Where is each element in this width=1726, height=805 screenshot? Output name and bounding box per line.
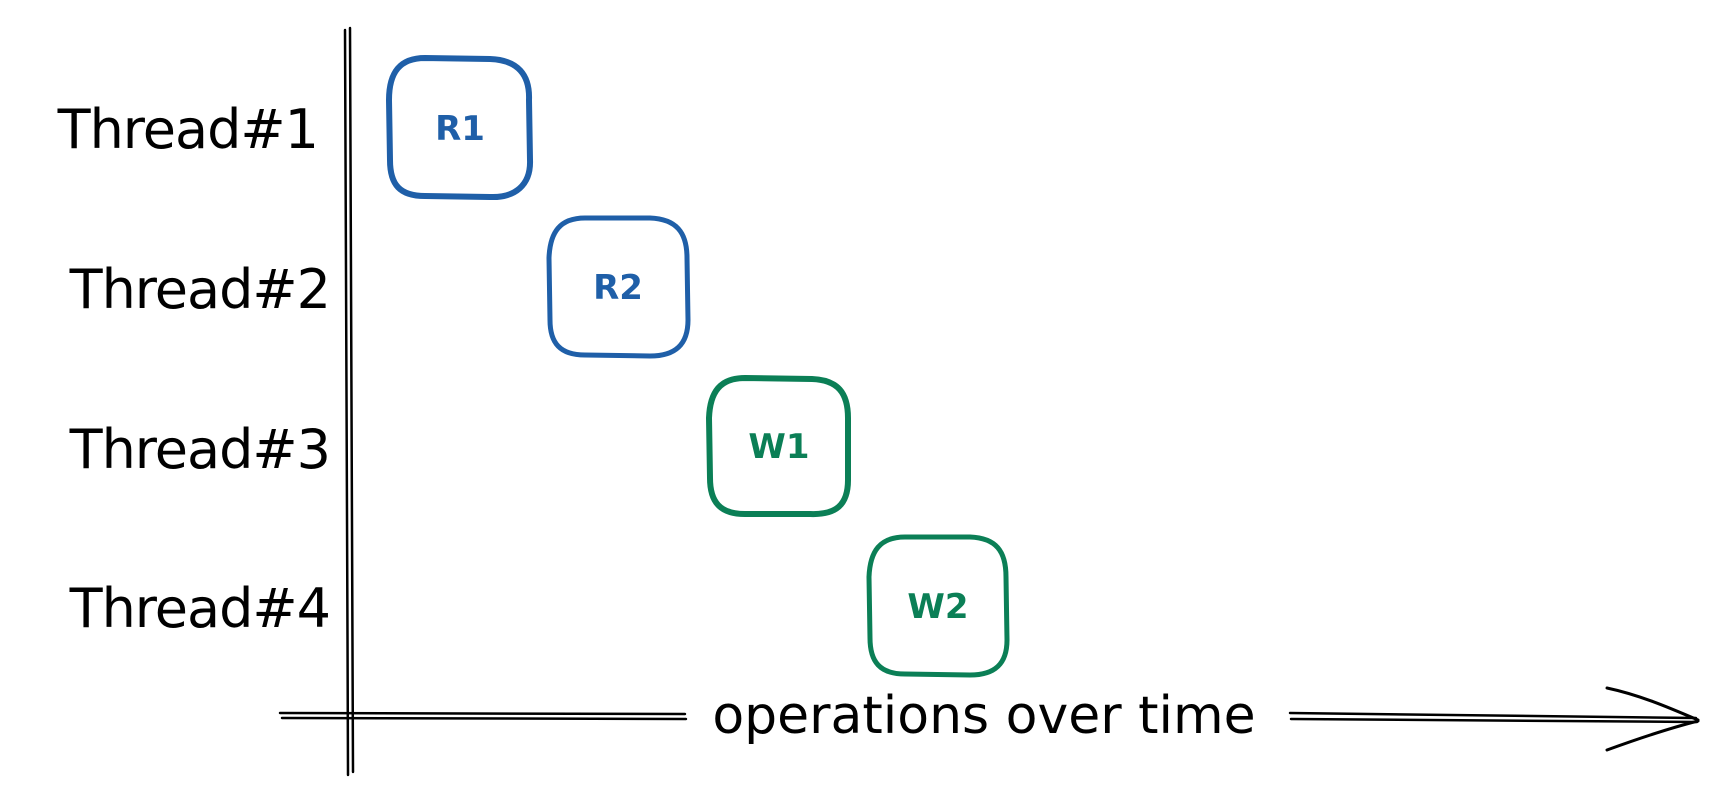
thread-label-1: Thread#1	[57, 98, 318, 161]
thread-label-4: Thread#4	[69, 577, 330, 640]
operation-box-w2: W2	[866, 534, 1010, 678]
operation-box-w1: W1	[706, 375, 851, 518]
thread-label-3: Thread#3	[69, 418, 330, 481]
operation-box-r1: R1	[386, 55, 534, 201]
thread-label-2: Thread#2	[69, 258, 330, 321]
thread-labels: Thread#1 Thread#2 Thread#3 Thread#4	[57, 98, 331, 640]
x-axis-arrowhead	[1605, 686, 1700, 752]
operation-label-w2: W2	[907, 587, 968, 627]
x-axis-line	[278, 711, 1699, 724]
operation-label-r2: R2	[593, 268, 643, 308]
operation-label-r1: R1	[435, 109, 485, 149]
operation-box-r2: R2	[546, 215, 691, 359]
y-axis-line	[343, 26, 355, 777]
operation-label-w1: W1	[748, 427, 809, 467]
x-axis-caption: operations over time	[712, 686, 1255, 746]
